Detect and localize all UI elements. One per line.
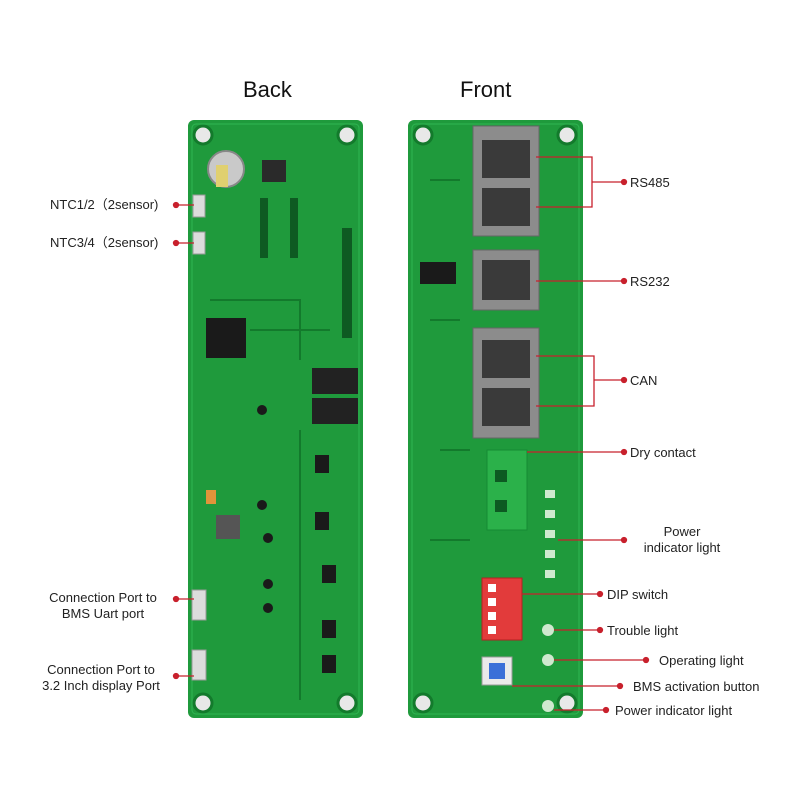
front-board [408,120,583,718]
operating-light-label: Operating light [659,653,744,668]
bms-button-label: BMS activation button [633,679,760,694]
dry-contact-label: Dry contact [630,445,696,460]
uart-port-line2: BMS Uart port [61,606,145,621]
power-indicator-label: Power indicator light [632,524,732,556]
uart-port-line1: Connection Port to [49,590,157,605]
uart-port-label: Connection Port to BMS Uart port [38,590,168,622]
can-label: CAN [630,373,658,388]
dip-switch-label: DIP switch [607,587,669,602]
display-port-line2: 3.2 Inch display Port [42,678,160,693]
ntc12-label: NTC1/2（2sensor) [50,197,159,212]
rs232-label: RS232 [630,274,670,289]
back-heading: Back [243,77,292,102]
leader-lines [172,156,650,714]
front-heading: Front [460,77,512,102]
display-port-label: Connection Port to 3.2 Inch display Port [30,662,172,694]
back-board [188,120,363,718]
rs485-label: RS485 [630,175,670,190]
trouble-light-label: Trouble light [607,623,679,638]
power-indicator-bottom-label: Power indicator light [615,703,733,718]
ntc34-label: NTC3/4（2sensor) [50,235,159,250]
power-indicator-line1: Power [663,524,701,539]
power-indicator-line2: indicator light [643,540,721,555]
display-port-line1: Connection Port to [47,662,155,677]
